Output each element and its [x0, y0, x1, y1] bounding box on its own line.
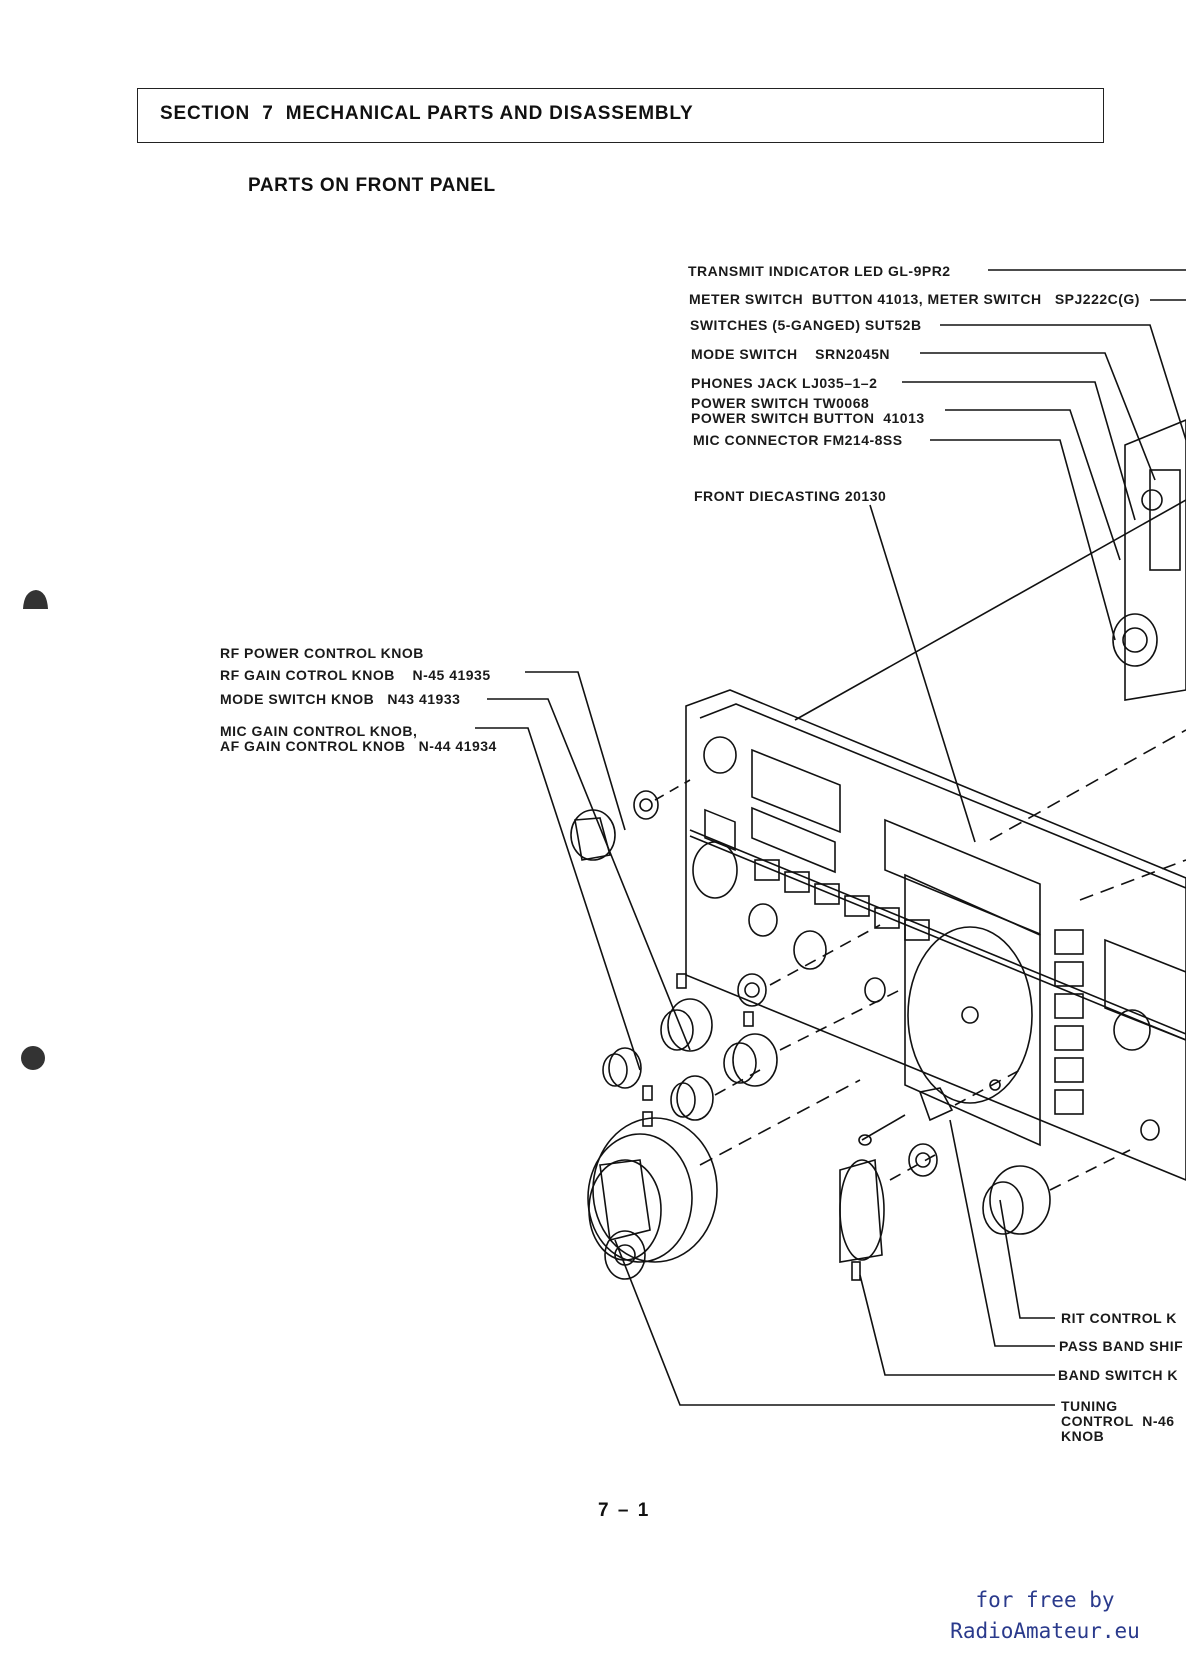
- callout-tuning: TUNING: [1061, 1398, 1118, 1414]
- page-number: 7 – 1: [598, 1500, 651, 1521]
- callout-switches-5-ganged: SWITCHES (5-GANGED) SUT52B: [690, 317, 922, 333]
- callout-rit-control-knob: RIT CONTROL K: [1061, 1310, 1177, 1326]
- section-header-box: SECTION 7 MECHANICAL PARTS AND DISASSEMB…: [137, 88, 1104, 143]
- hole-punch-bottom: [18, 1043, 50, 1078]
- callout-power-switch-button: POWER SWITCH BUTTON 41013: [691, 410, 925, 426]
- callout-rf-power-control-knob: RF POWER CONTROL KNOB: [220, 645, 424, 661]
- page-subtitle: PARTS ON FRONT PANEL: [248, 175, 496, 196]
- callout-tuning-control: CONTROL N-46: [1061, 1413, 1175, 1429]
- callout-tuning-knob: KNOB: [1061, 1428, 1105, 1444]
- callout-mic-connector: MIC CONNECTOR FM214-8SS: [693, 432, 903, 448]
- callout-af-gain-control-knob: AF GAIN CONTROL KNOB N-44 41934: [220, 738, 497, 754]
- section-title: SECTION 7 MECHANICAL PARTS AND DISASSEMB…: [160, 103, 694, 124]
- watermark: for free by RadioAmateur.eu: [925, 1585, 1165, 1647]
- callout-band-switch-knob: BAND SWITCH K: [1058, 1367, 1179, 1383]
- callout-phones-jack: PHONES JACK LJ035–1–2: [691, 375, 878, 391]
- callout-front-diecasting: FRONT DIECASTING 20130: [694, 488, 887, 504]
- callout-rf-gain-control-knob: RF GAIN COTROL KNOB N-45 41935: [220, 667, 491, 683]
- watermark-line-1: for free by: [975, 1588, 1115, 1612]
- callout-power-switch: POWER SWITCH TW0068: [691, 395, 870, 411]
- callout-mic-gain-control-knob: MIC GAIN CONTROL KNOB,: [220, 723, 418, 739]
- callout-mode-switch: MODE SWITCH SRN2045N: [691, 346, 890, 362]
- callout-transmit-indicator-led: TRANSMIT INDICATOR LED GL-9PR2: [688, 263, 951, 279]
- watermark-line-2: RadioAmateur.eu: [950, 1619, 1140, 1643]
- callout-mode-switch-knob: MODE SWITCH KNOB N43 41933: [220, 691, 461, 707]
- callout-pass-band-shift: PASS BAND SHIF: [1059, 1338, 1184, 1354]
- hole-punch-top: [20, 587, 50, 618]
- callout-meter-switch: METER SWITCH BUTTON 41013, METER SWITCH …: [689, 291, 1140, 307]
